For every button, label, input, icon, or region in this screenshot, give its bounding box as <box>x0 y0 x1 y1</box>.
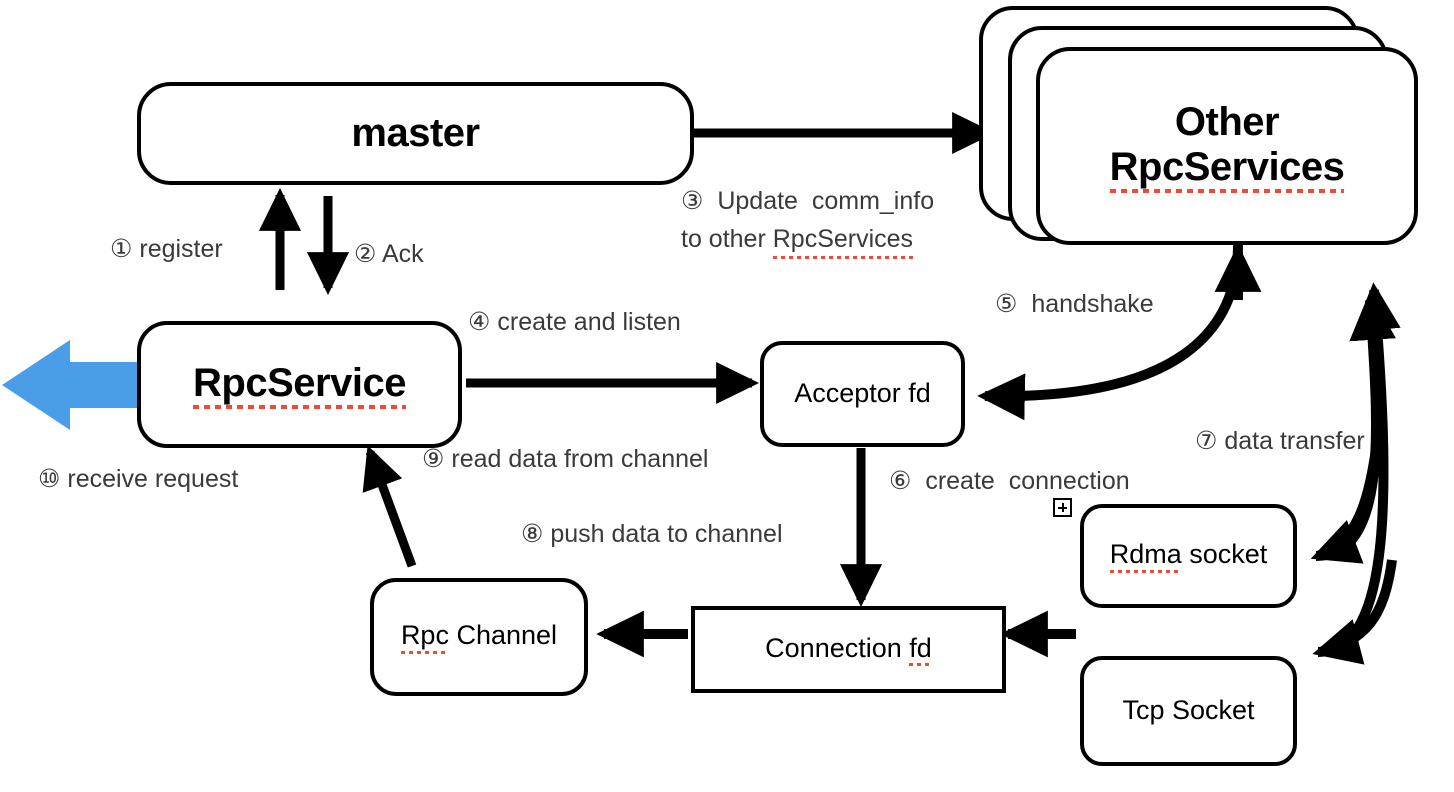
step-text-3-line2-b: RpcServices <box>772 221 914 261</box>
step-text-3-line2-a: to other <box>681 224 773 253</box>
step-text-3-line1: Update comm_info <box>717 187 935 215</box>
node-rdma-socket-label-word: Rdma <box>1109 539 1182 573</box>
node-connection-fd-label: Connection fd <box>765 632 932 667</box>
node-master[interactable]: master <box>137 82 694 185</box>
node-rpcservice-label: RpcService <box>193 361 406 409</box>
step-text-2: Ack <box>382 240 424 268</box>
step-text-5: handshake <box>1031 290 1154 318</box>
step-label-ack: ② Ack <box>354 238 424 272</box>
step-text-4: create and listen <box>497 308 681 336</box>
box-plus-icon <box>1053 498 1072 517</box>
edge-datatransfer-tcp <box>1317 282 1401 657</box>
edge-rpcchannel-to-rpcservice <box>362 445 417 568</box>
node-rpc-channel-label-b: Channel <box>448 620 558 651</box>
node-rdma-socket[interactable]: Rdma socket <box>1080 504 1297 608</box>
step-label-create-connection: ⑥ create connection <box>889 465 1130 499</box>
receive-request-blue-arrow <box>2 340 140 430</box>
step-num-9: ⑨ <box>422 445 445 473</box>
step-label-push-data: ⑧ push data to channel <box>521 518 783 552</box>
step-num-4: ④ <box>468 308 491 336</box>
step-num-5: ⑤ <box>995 290 1018 318</box>
node-tcp-socket[interactable]: Tcp Socket <box>1080 656 1297 766</box>
node-rdma-socket-label-rest: socket <box>1181 539 1268 570</box>
node-other-rpcservices-label-line1: Other <box>1174 100 1280 145</box>
step-num-8: ⑧ <box>521 520 544 548</box>
step-num-2: ② <box>354 240 377 268</box>
node-tcp-socket-label: Tcp Socket <box>1122 695 1255 726</box>
step-text-7: data transfer <box>1224 427 1365 455</box>
node-rdma-socket-label: Rdma socket <box>1109 539 1268 573</box>
step-num-1: ① <box>110 235 133 263</box>
step-text-1: register <box>139 235 223 263</box>
node-connection-fd[interactable]: Connection fd <box>691 606 1006 693</box>
step-label-data-transfer: ⑦ data transfer <box>1195 425 1365 459</box>
node-rpcservice[interactable]: RpcService <box>137 321 462 448</box>
node-rpc-channel-label-a: Rpc <box>400 620 449 654</box>
node-other-rpcservices[interactable]: Other RpcServices <box>1036 47 1418 245</box>
step-label-handshake: ⑤ handshake <box>995 288 1154 322</box>
node-rpc-channel-label: Rpc Channel <box>400 620 558 654</box>
step-label-read-data: ⑨ read data from channel <box>422 443 708 477</box>
node-other-rpcservices-label-line2: RpcServices <box>1109 145 1345 193</box>
node-connection-fd-label-a: Connection <box>765 632 910 663</box>
step-text-9: read data from channel <box>451 445 709 473</box>
step-label-register: ① register <box>110 233 223 267</box>
step-text-10: receive request <box>67 465 239 493</box>
step-num-6: ⑥ <box>889 467 912 495</box>
node-acceptor-fd[interactable]: Acceptor fd <box>760 341 965 447</box>
step-num-7: ⑦ <box>1195 427 1218 455</box>
step-label-create-and-listen: ④ create and listen <box>468 306 681 340</box>
step-text-8: push data to channel <box>550 520 783 548</box>
edge-datatransfer-tcp-in <box>1312 559 1397 665</box>
node-master-label: master <box>351 111 480 156</box>
node-connection-fd-label-b: fd <box>909 633 932 667</box>
node-acceptor-fd-label: Acceptor fd <box>794 378 931 409</box>
step-text-6: create connection <box>925 467 1130 495</box>
step-num-10: ⑩ <box>38 465 61 493</box>
node-rpc-channel[interactable]: Rpc Channel <box>370 578 588 696</box>
step-num-3: ③ <box>681 187 704 215</box>
step-label-receive-request: ⑩ receive request <box>38 463 238 497</box>
